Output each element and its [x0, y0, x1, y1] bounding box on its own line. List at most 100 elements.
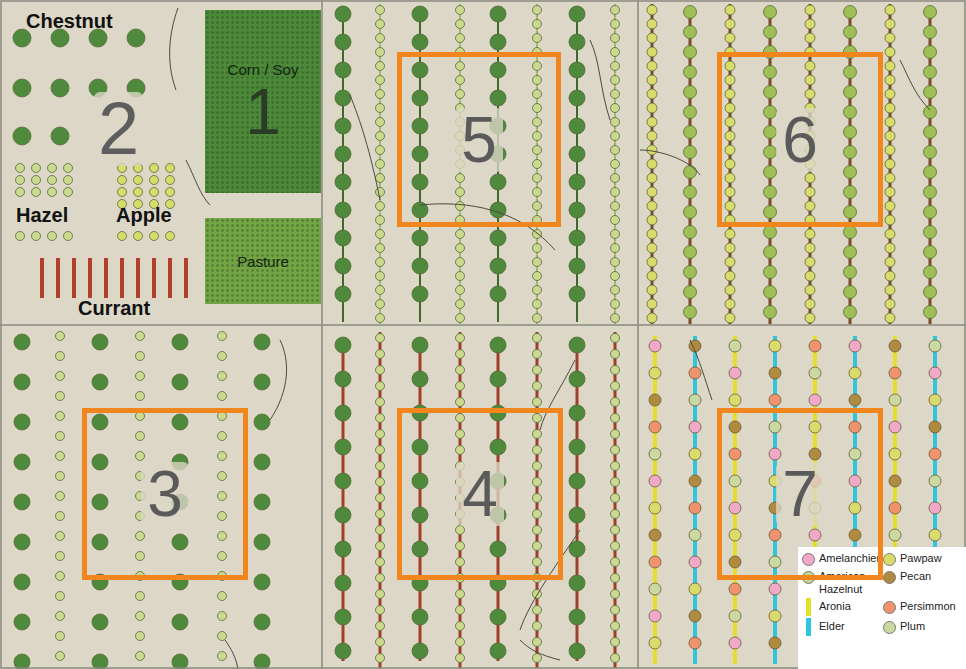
legend-swatch [806, 618, 811, 636]
legend-item: Aronia [802, 600, 883, 616]
tree [725, 271, 735, 281]
tree [172, 374, 188, 390]
tree [889, 367, 901, 379]
tree [136, 532, 145, 541]
tree [725, 159, 735, 169]
tree [805, 299, 815, 309]
tree [684, 206, 697, 219]
tree [490, 174, 506, 190]
tree [684, 6, 697, 19]
tree [805, 229, 815, 239]
tree [684, 226, 697, 239]
tree [32, 188, 41, 197]
tree [412, 473, 428, 489]
tree [729, 502, 741, 514]
tree [649, 610, 661, 622]
tree [376, 6, 385, 15]
tree [14, 534, 30, 550]
tree [456, 430, 465, 439]
tree [569, 6, 585, 22]
tree [885, 47, 895, 57]
drain-line [350, 95, 380, 200]
tree [412, 643, 428, 659]
tree [92, 454, 108, 470]
tree [48, 232, 57, 241]
tree [647, 33, 657, 43]
tree [647, 271, 657, 281]
tree [136, 552, 145, 561]
legend-swatch [883, 621, 896, 634]
tree [647, 47, 657, 57]
tree [48, 164, 57, 173]
legend-text: Elder [819, 620, 845, 633]
tree [844, 86, 857, 99]
tree [56, 512, 65, 521]
tree [456, 6, 465, 15]
tree [218, 452, 227, 461]
tree [647, 173, 657, 183]
tree [885, 313, 895, 323]
tree [533, 606, 542, 615]
tree [456, 590, 465, 599]
tree [254, 614, 270, 630]
tree [885, 243, 895, 253]
block-number: 3 [141, 462, 189, 526]
tree [376, 132, 385, 141]
tree [533, 622, 542, 631]
tree [92, 374, 108, 390]
tree [769, 448, 781, 460]
tree [647, 89, 657, 99]
tree [611, 104, 620, 113]
tree [569, 230, 585, 246]
tree [729, 556, 741, 568]
tree [533, 462, 542, 471]
tree [172, 614, 188, 630]
tree [14, 374, 30, 390]
tree [649, 556, 661, 568]
tree [166, 188, 175, 197]
tree [456, 622, 465, 631]
tree [56, 352, 65, 361]
tree [764, 86, 777, 99]
tree [649, 367, 661, 379]
tree [412, 286, 428, 302]
sample-zone: 6 [717, 52, 883, 227]
tree [456, 286, 465, 295]
tree [885, 215, 895, 225]
tree [92, 334, 108, 350]
tree [13, 79, 31, 97]
tree [844, 246, 857, 259]
tree [13, 127, 31, 145]
tree [456, 654, 465, 663]
tree [254, 574, 270, 590]
tree [335, 118, 351, 134]
legend-swatch [806, 598, 811, 616]
tree [809, 421, 821, 433]
tree [335, 34, 351, 50]
tree [56, 592, 65, 601]
tree [376, 20, 385, 29]
block-number: 1 [245, 80, 281, 144]
tree [684, 146, 697, 159]
tree [412, 258, 428, 274]
tree [56, 492, 65, 501]
tree [136, 592, 145, 601]
tree [885, 103, 895, 113]
tree [611, 188, 620, 197]
tree [118, 188, 127, 197]
tree [611, 334, 620, 343]
tree [647, 243, 657, 253]
tree [649, 421, 661, 433]
tree [569, 507, 585, 523]
tree [689, 583, 701, 595]
tree [376, 188, 385, 197]
tree [335, 405, 351, 421]
tree [569, 371, 585, 387]
tree [929, 475, 941, 487]
tree [533, 350, 542, 359]
row-line [342, 8, 344, 322]
tree [647, 285, 657, 295]
tree [611, 6, 620, 15]
tree [456, 34, 465, 43]
crop-field: Corn / Soy1 [205, 10, 321, 193]
